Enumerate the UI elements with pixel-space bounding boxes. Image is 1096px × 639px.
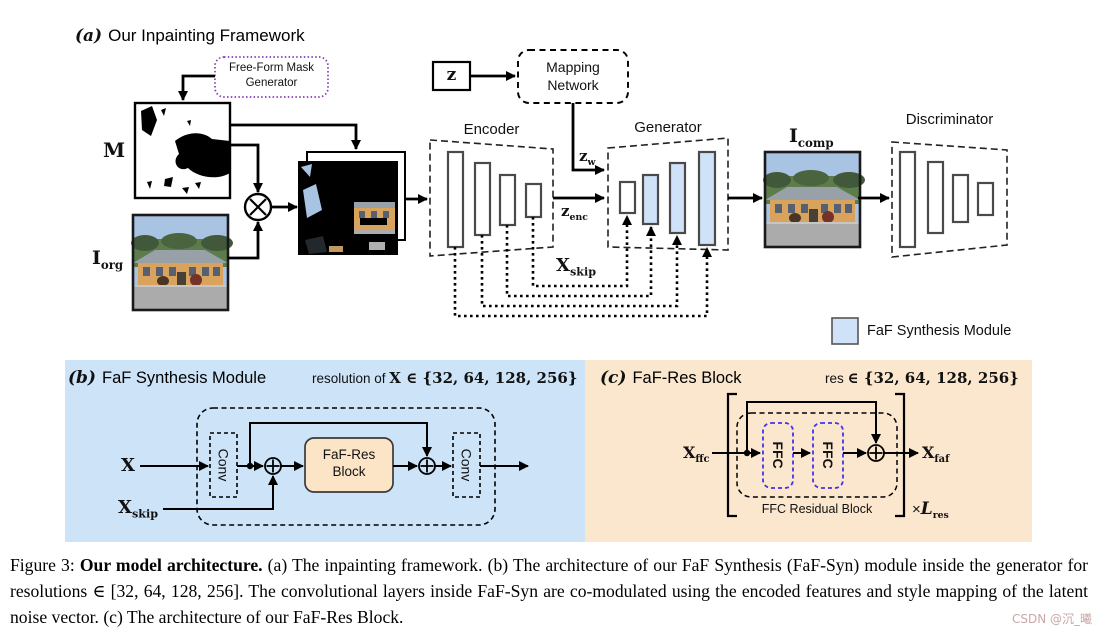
label-zw: zw <box>579 147 596 168</box>
faf-res-block-label: FaF-Res Block <box>322 447 376 479</box>
masked-image <box>298 161 398 255</box>
free-form-mask-generator-label: Free-Form Mask Generator <box>229 62 314 89</box>
architecture-diagram <box>65 49 1032 542</box>
ffc1-label: FFC <box>770 441 786 469</box>
label-xfaf: Xfaf <box>922 443 950 466</box>
figure-caption: Figure 3: Our model architecture. (a) Th… <box>10 555 1089 627</box>
flow-arrows-a <box>178 71 890 260</box>
original-image-Iorg <box>131 213 233 312</box>
panel-b-title: (b)FaF Synthesis Module <box>68 368 267 388</box>
mapping-network-box <box>517 49 629 104</box>
label-x-input: X <box>121 455 135 476</box>
legend-swatch-faf-blue <box>831 317 859 345</box>
mask-image-M <box>133 101 232 200</box>
left-bracket <box>726 392 737 518</box>
right-bracket <box>895 392 906 518</box>
caption-bold-title: Our model architecture. <box>79 555 263 575</box>
discriminator-label: Discriminator <box>905 111 994 128</box>
sum-node-3 <box>867 444 885 462</box>
sum-node-1 <box>264 457 282 475</box>
skip-connections <box>453 215 712 318</box>
label-z: z <box>446 65 457 85</box>
label-xskip-a: Xskip <box>556 255 597 279</box>
mapping-network-label: Mapping Network <box>546 59 600 93</box>
latent-z-box <box>431 60 472 92</box>
ffc-residual-block-label: FFC Residual Block <box>761 502 873 516</box>
conv1-label: Conv <box>215 448 232 482</box>
generator-block <box>607 137 729 251</box>
ffc2-label: FFC <box>820 441 836 469</box>
ffc2-box <box>812 422 844 489</box>
encoder-block <box>429 139 554 257</box>
ffc-residual-block-box <box>736 412 898 498</box>
multiply-node <box>243 192 273 222</box>
label-zenc: zenc <box>561 202 588 223</box>
label-Icomp: Icomp <box>789 125 834 150</box>
label-M: M <box>103 138 126 162</box>
ffc1-box <box>762 422 794 489</box>
generator-label: Generator <box>634 119 702 136</box>
composited-image-Icomp <box>763 150 865 249</box>
legend-label: FaF Synthesis Module <box>867 323 1012 339</box>
panel-a-title: (a)Our Inpainting Framework <box>75 26 305 46</box>
label-Iorg: Iorg <box>92 247 124 272</box>
faf-syn-diagram <box>140 407 529 526</box>
encoder-label: Encoder <box>463 121 520 138</box>
label-xskip-b: Xskip <box>118 497 159 521</box>
free-form-mask-generator-box <box>214 56 329 98</box>
label-times-Lres: ×Lres <box>912 499 949 521</box>
panel-c-title: (c)FaF-Res Block <box>600 368 742 388</box>
label-xffc: Xffc <box>683 443 710 466</box>
csdn-watermark: CSDN @沉_曦 <box>1011 612 1092 626</box>
conv2-label: Conv <box>458 448 475 482</box>
panel-c-res-note: res ∈ {32, 64, 128, 256} <box>825 369 1019 387</box>
faf-res-diagram <box>712 392 919 518</box>
panel-b-resolution-note: resolution of X ∈ {32, 64, 128, 256} <box>312 369 578 387</box>
sum-node-2 <box>418 457 436 475</box>
discriminator-block <box>891 141 1008 258</box>
